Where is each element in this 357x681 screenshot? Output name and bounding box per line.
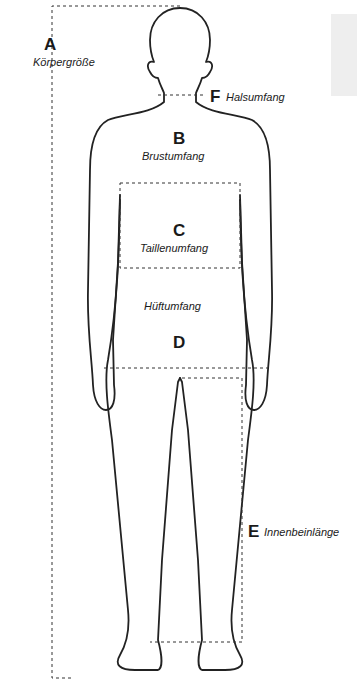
measure-name: Brustumfang [142, 150, 204, 162]
measure-name: Körpergröße [33, 56, 95, 68]
measure-name: Innenbeinlänge [264, 526, 339, 538]
measure-letter: B [173, 130, 185, 149]
measure-letter: F [210, 88, 220, 107]
measure-name: Halsumfang [226, 91, 285, 103]
body-outline [88, 8, 272, 670]
measure-name: Taillenumfang [140, 242, 208, 254]
measure-letter: D [173, 334, 185, 353]
measure-letter: E [248, 523, 259, 542]
measure-letter: C [173, 222, 185, 241]
measure-lines [52, 6, 268, 678]
measure-letter: A [44, 36, 56, 55]
measure-name: Hüftumfang [144, 300, 201, 312]
info-panel [331, 14, 357, 96]
